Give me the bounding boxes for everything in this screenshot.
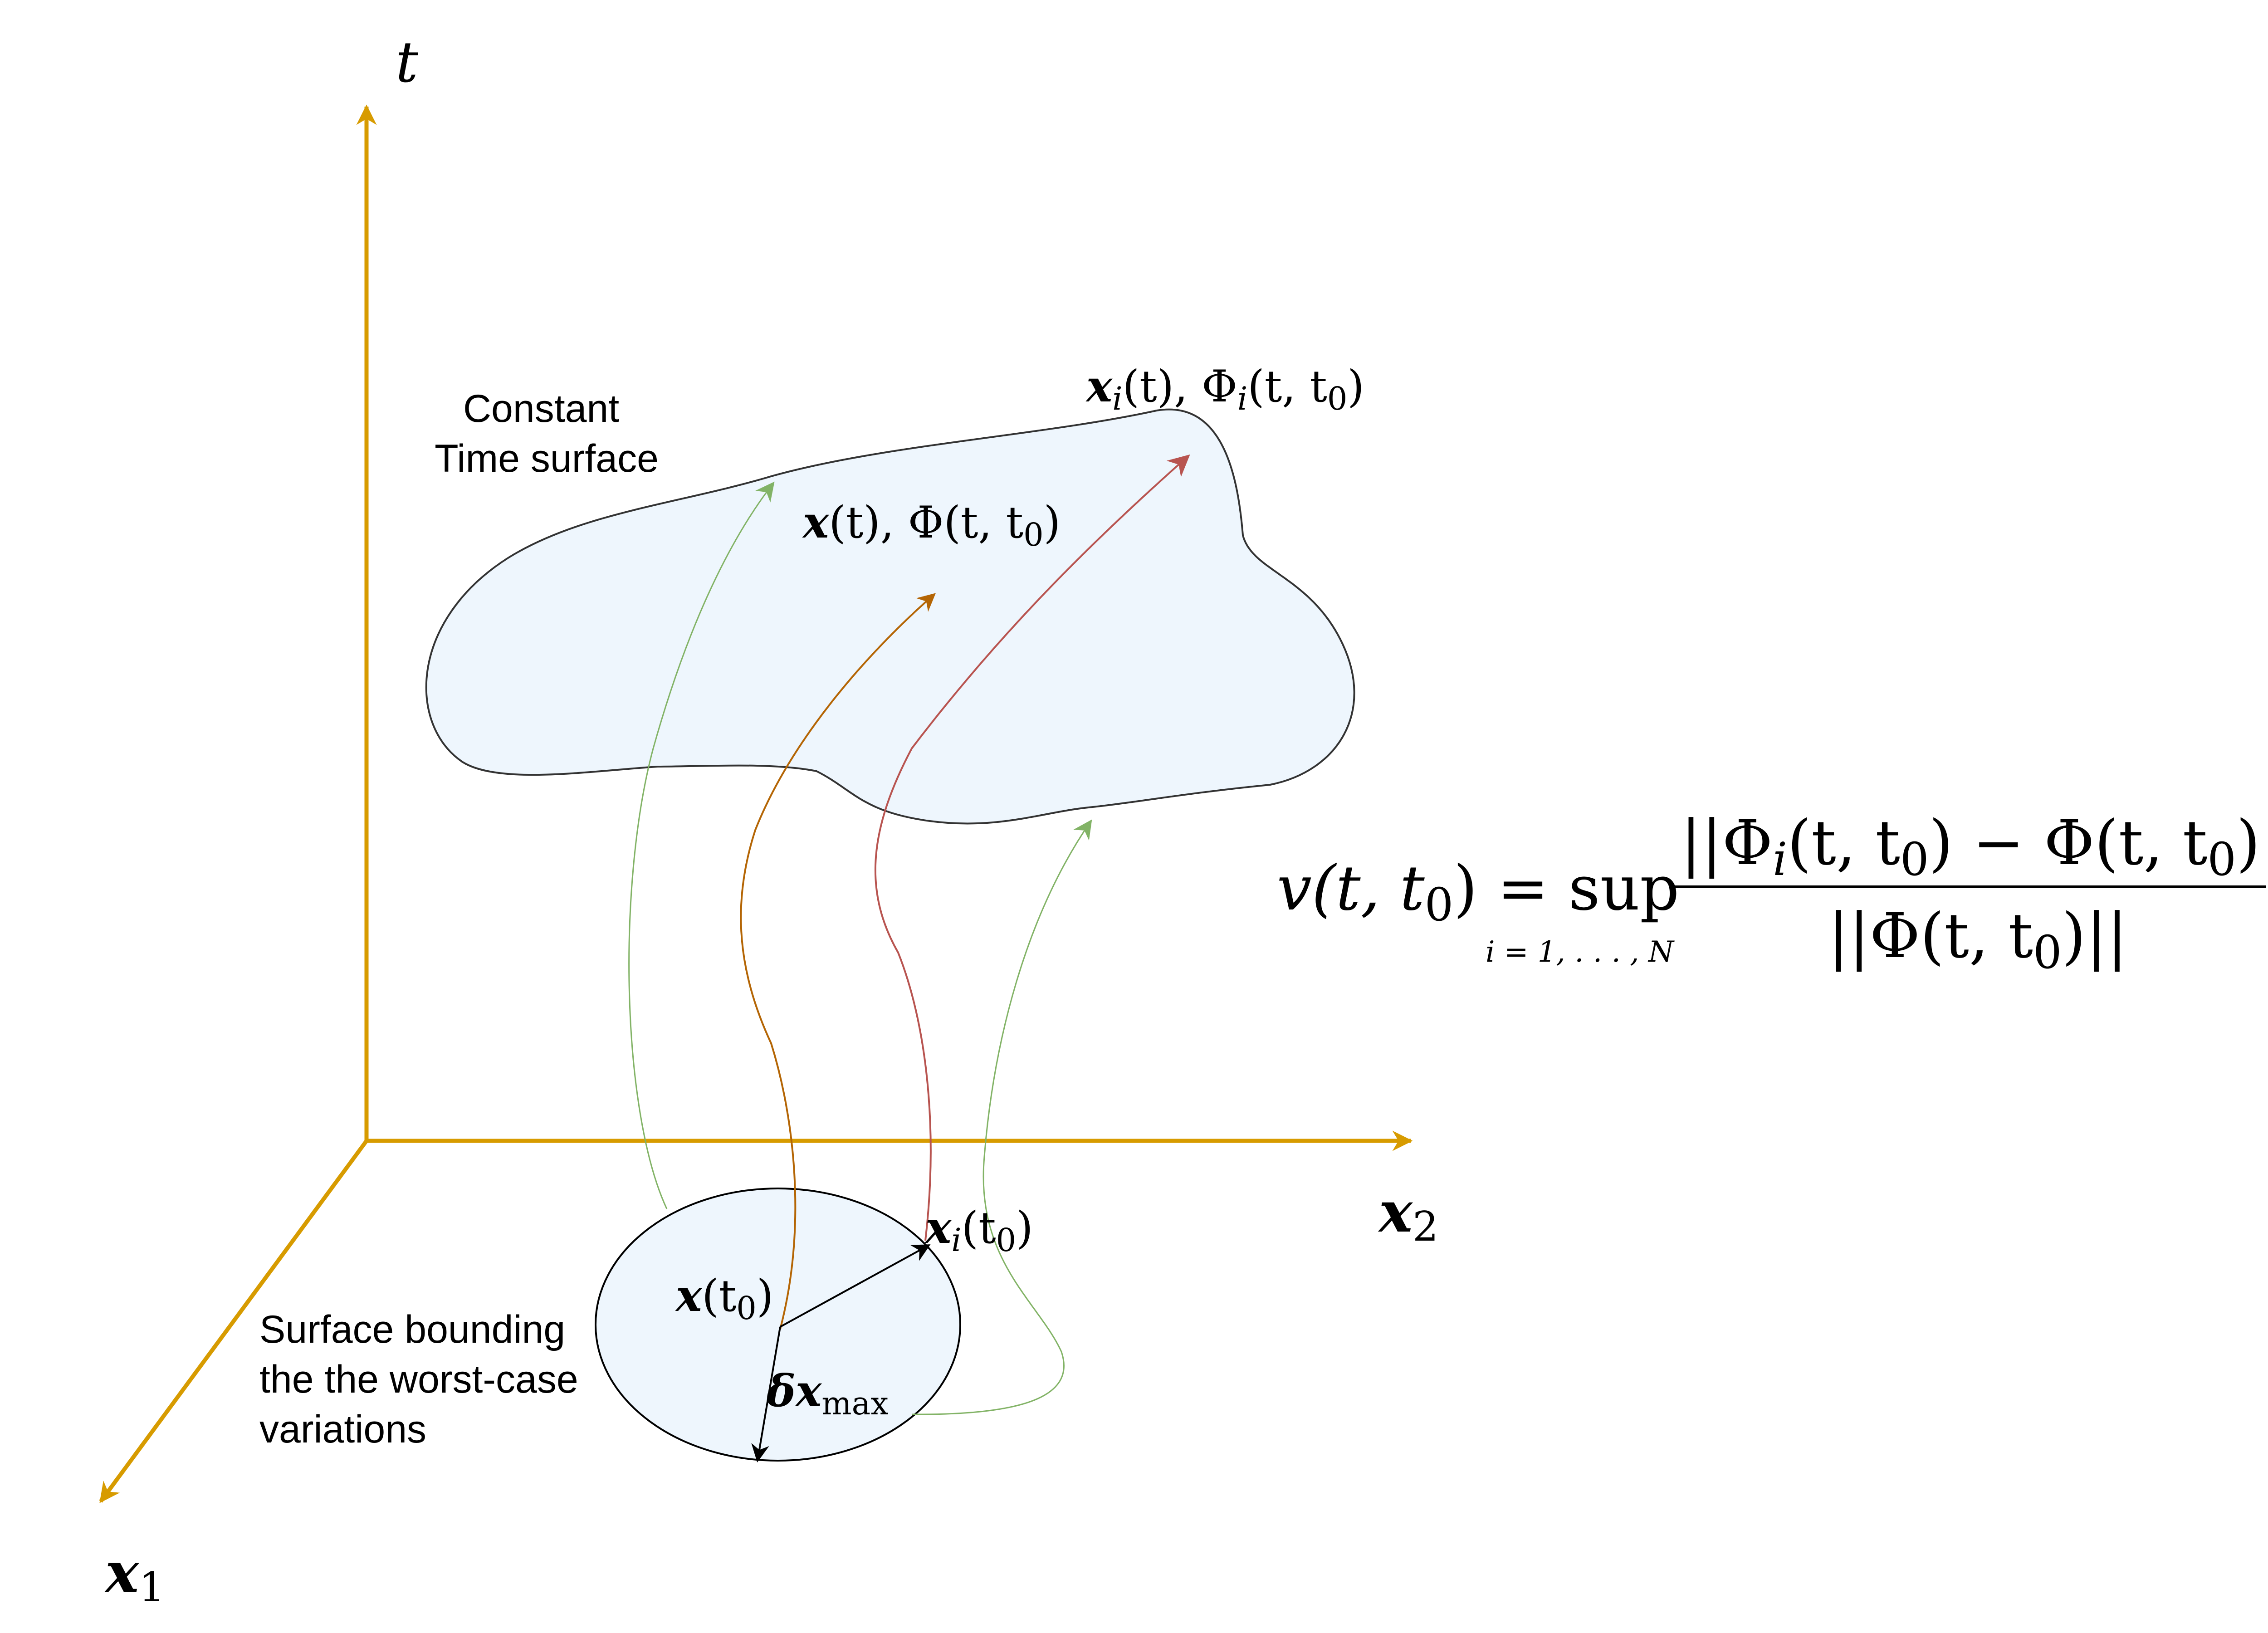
initial-state-label: x(t0) — [675, 1270, 773, 1327]
green-trajectory-left — [628, 481, 775, 1209]
green-trajectory-right — [911, 819, 1092, 1415]
bounding-surface-label: Surface bounding the the worst-case vari… — [259, 1308, 589, 1451]
perturbation-arrow — [780, 1244, 931, 1328]
x2-axis-label: x2 — [1378, 1179, 1438, 1251]
formula-sup-subscript: i = 1, . . . , N — [1486, 935, 1675, 969]
constant-time-surface — [425, 408, 1355, 825]
x1-axis-label: x1 — [104, 1540, 165, 1611]
perturbed-state-label: xi(t), Φi(t, t0) — [1085, 361, 1364, 417]
nominal-trajectory — [740, 593, 936, 1330]
formula-numerator: ||Φi(t, t0) − Φ(t, t0)|| — [1681, 807, 2268, 886]
formula-lhs: v(t, t0) = sup — [1277, 853, 1679, 931]
formula-denominator: ||Φ(t, t0)|| — [1828, 900, 2127, 979]
constant-time-surface-label: Constant Time surface — [435, 387, 659, 480]
perturbed-trajectory — [874, 454, 1190, 1241]
delta-x-max-label: δxmax — [766, 1365, 889, 1422]
delta-x-max-arrow — [751, 1326, 781, 1462]
bounding-surface-ellipse — [595, 1188, 961, 1462]
x1-axis — [99, 1139, 368, 1503]
perturbed-initial-state-label: xi(t0) — [924, 1202, 1033, 1259]
nominal-state-label: x(t), Φ(t, t0) — [802, 497, 1061, 553]
t-axis-label: t — [396, 30, 419, 95]
variation-formula: v(t, t0) = sup i = 1, . . . , N ||Φi(t, … — [1277, 807, 2268, 979]
